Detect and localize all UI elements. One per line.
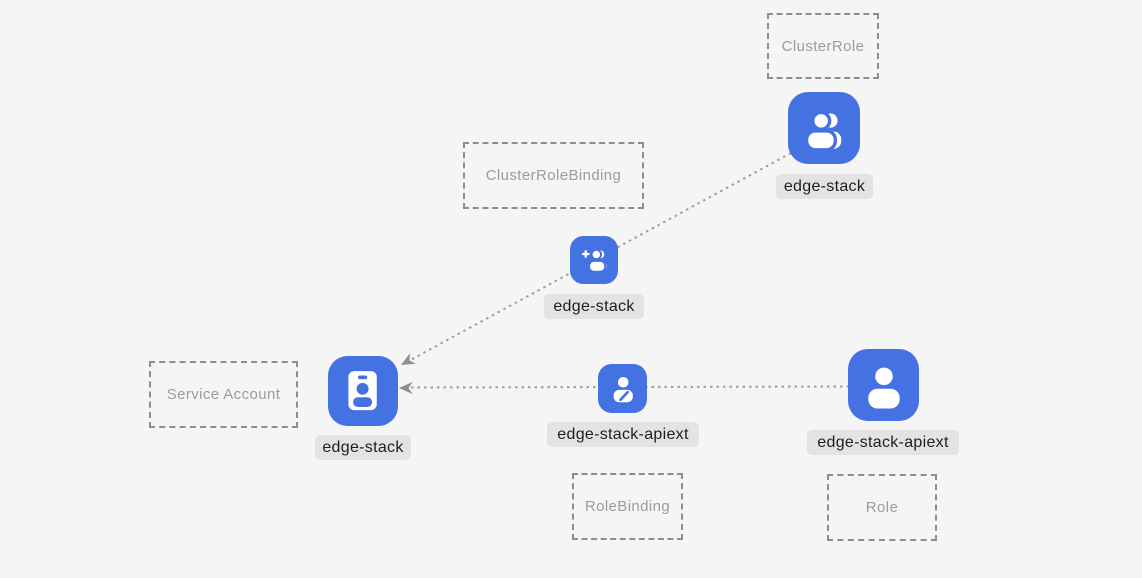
arrowhead-icon (401, 353, 416, 365)
users-icon[interactable] (788, 92, 860, 164)
type-box-label: ClusterRole (781, 37, 865, 55)
user-icon[interactable] (848, 349, 919, 421)
rolebinding-edge (410, 385, 849, 389)
arrowhead-icon (399, 381, 413, 395)
type-box-rolebinding: RoleBinding (572, 473, 683, 540)
type-box-label: ClusterRoleBinding (485, 167, 622, 184)
type-box-label: RoleBinding (584, 498, 671, 515)
type-box-role: Role (827, 474, 937, 541)
clusterrolebinding-edge (404, 152, 792, 364)
node-label-role: edge-stack-apiext (807, 430, 959, 455)
node-label-service-account: edge-stack (315, 435, 411, 460)
type-box-service-account: Service Account (149, 361, 298, 428)
type-box-label: Role (865, 499, 899, 516)
type-box-clusterrolebinding: ClusterRoleBinding (463, 142, 644, 209)
user-plus-icon[interactable] (570, 236, 618, 284)
type-box-label: Service Account (166, 386, 281, 403)
type-box-clusterrole: ClusterRole (767, 13, 879, 79)
node-label-rolebinding: edge-stack-apiext (547, 422, 699, 447)
node-label-clusterrolebinding: edge-stack (544, 294, 644, 319)
user-edit-icon[interactable] (598, 364, 647, 413)
id-badge-icon[interactable] (328, 356, 398, 426)
node-label-clusterrole: edge-stack (776, 174, 873, 199)
